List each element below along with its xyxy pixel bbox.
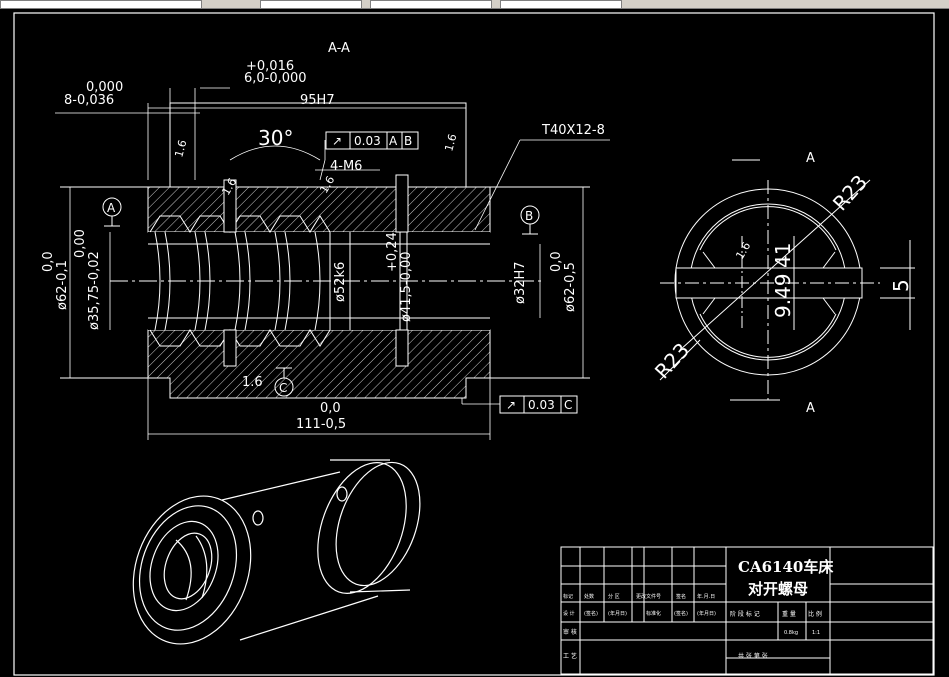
- od-left-tol: 0,0: [41, 251, 56, 272]
- svg-text:C: C: [279, 381, 287, 395]
- fcf-top-datum1: A: [389, 134, 398, 148]
- end-view-mark-top: A: [806, 151, 815, 166]
- fcf-top: ↗ 0.03 A B: [325, 131, 419, 150]
- datum-a: A: [102, 197, 122, 227]
- id-val: ø35,75-0,02: [87, 251, 102, 330]
- rough-16b: 1.6: [442, 133, 459, 153]
- bore-32: ø32H7: [513, 261, 528, 304]
- end-view-r-bottom: R23: [650, 338, 694, 383]
- od-right-tol: 0,0: [549, 251, 564, 272]
- section-view: [60, 102, 590, 399]
- tb-row2-label-4: (签名): [674, 610, 688, 617]
- dim-angle: 30°: [258, 126, 293, 150]
- tb-row1-label-3: 更改文件号: [636, 593, 661, 600]
- tb-row2-label-3: 标准化: [646, 610, 661, 617]
- iso-bore: [149, 520, 219, 612]
- toolbar-field-3[interactable]: [370, 0, 492, 9]
- tb-row1-label-5: 年.月.日: [697, 593, 715, 600]
- dim-tol-left-lower: 8-0,036: [64, 93, 114, 108]
- tb-craft: 工 艺: [563, 652, 577, 660]
- tb-weight-label: 重 量: [782, 610, 796, 618]
- fcf-top-value: 0.03: [354, 134, 381, 148]
- toolbar-field-2[interactable]: [260, 0, 362, 9]
- end-view-r-top: R23: [828, 170, 872, 215]
- bore-52: ø52k6: [333, 262, 348, 302]
- rough-16a: 1.6: [172, 139, 189, 159]
- tb-audit: 审 核: [563, 628, 577, 636]
- end-view: [659, 159, 915, 401]
- holes-callout: 4-M6: [330, 159, 362, 174]
- tb-row2-label-2: (年月日): [608, 610, 627, 617]
- fcf-bottom-datum: C: [564, 398, 572, 412]
- tb-sheets: 共 张 第 张: [738, 652, 768, 660]
- fcf-top-datum2: B: [404, 134, 412, 148]
- fcf-bottom-value: 0.03: [528, 398, 555, 412]
- toolbar-field-1[interactable]: [0, 0, 202, 9]
- tb-row2-label-0: 设 计: [563, 610, 575, 617]
- dim-tol-left-upper: 0,000: [86, 80, 123, 95]
- title-line-2: 对开螺母: [748, 580, 808, 598]
- tb-weight-value: 0.8kg: [784, 630, 798, 636]
- fcf-bottom-symbol: ↗: [506, 398, 516, 412]
- tb-scale-label: 比 例: [808, 610, 822, 618]
- title-block: [560, 546, 934, 675]
- svg-text:B: B: [525, 209, 533, 223]
- section-label: A-A: [328, 41, 350, 56]
- od-left-val: ø62-0,1: [55, 260, 70, 310]
- app-toolbar-strip: [0, 0, 949, 9]
- tb-stage-label: 阶 段 标 记: [730, 610, 760, 618]
- fcf-top-symbol: ↗: [332, 134, 342, 148]
- iso-flange-outer: [132, 495, 252, 645]
- end-view-dim-41: 41: [771, 243, 795, 268]
- datum-b: B: [520, 205, 540, 235]
- od-right-val: ø62-0,5: [563, 262, 578, 312]
- thread-callout: T40X12-8: [541, 123, 605, 138]
- tb-row2-label-5: (年月日): [697, 610, 716, 617]
- tb-row2-label-1: (签名): [584, 610, 598, 617]
- end-view-rough: 1.6: [733, 240, 753, 262]
- rough-bottom: 1.6: [242, 375, 263, 390]
- datum-c: C: [274, 367, 294, 397]
- tb-row1-label-0: 标记: [563, 593, 573, 600]
- fcf-bottom: ↗ 0.03 C: [499, 395, 578, 414]
- tb-row1-label-1: 处数: [584, 593, 594, 600]
- tb-row1-label-2: 分 区: [608, 593, 620, 600]
- section-bottom-hatch: [147, 329, 491, 399]
- dim-bore-fit: 95H7: [300, 93, 335, 108]
- bore-41-val: ø41,5-0,00: [399, 251, 414, 322]
- bore-41-tol: +0,24: [385, 232, 400, 272]
- id-tol: 0,00: [73, 229, 88, 258]
- tb-row1-label-4: 签名: [676, 593, 686, 600]
- dim-tol-top-upper: +0,016: [246, 59, 294, 74]
- dim-tol-top-lower: 6,0-0,000: [244, 71, 307, 86]
- tb-scale-value: 1:1: [812, 630, 820, 636]
- drawing-border: [13, 12, 935, 676]
- len-val: 111-0,5: [296, 417, 346, 432]
- toolbar-field-4[interactable]: [500, 0, 622, 9]
- len-tol: 0,0: [320, 401, 341, 416]
- svg-text:A: A: [107, 201, 116, 215]
- title-line-1: CA6140车床: [738, 558, 834, 576]
- section-dimensions: [55, 87, 610, 440]
- end-view-mark-bottom: A: [806, 401, 815, 416]
- end-view-dim-5: 5: [889, 279, 913, 292]
- isometric-view: [132, 459, 421, 645]
- end-view-dim-49: 9.49: [771, 273, 795, 318]
